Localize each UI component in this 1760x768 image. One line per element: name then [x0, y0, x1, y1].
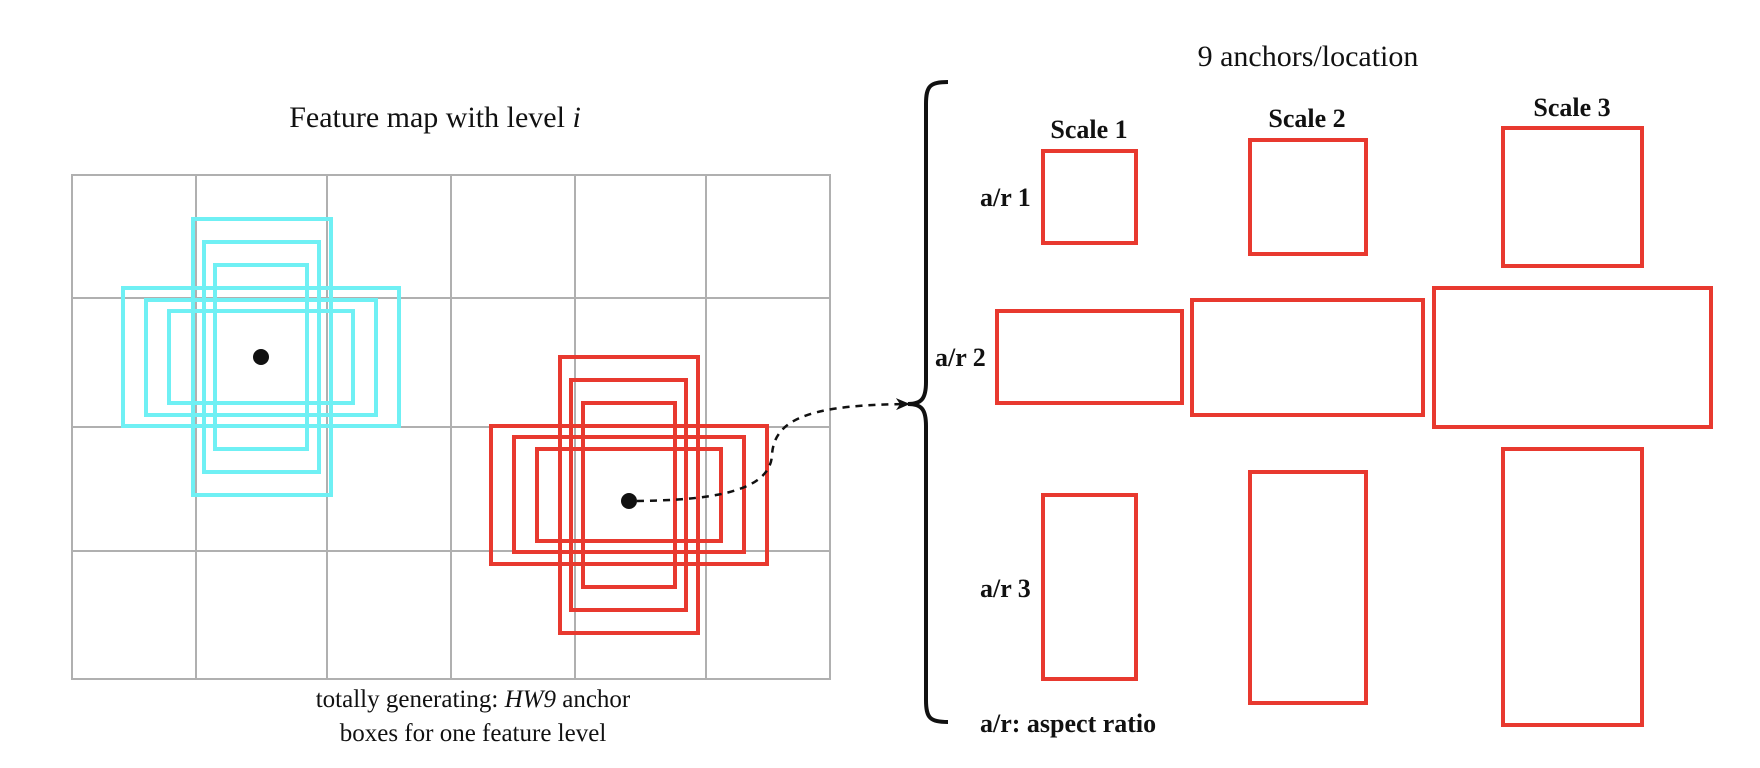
ratio-1-label: a/r 1	[980, 183, 1031, 212]
cyan-anchor-cluster	[121, 217, 401, 497]
anchor-scale1-ratio2	[995, 309, 1184, 405]
anchor-box	[558, 355, 700, 635]
anchor-box	[191, 217, 333, 497]
ratio-2-label: a/r 2	[935, 343, 986, 372]
scale-2-label: Scale 2	[1268, 104, 1345, 133]
anchor-scale3-ratio3	[1501, 447, 1644, 727]
anchor-box	[167, 309, 355, 405]
scale-3-label: Scale 3	[1533, 93, 1610, 122]
anchor-grid	[995, 126, 1713, 727]
anchor-box	[489, 424, 769, 566]
anchor-scale2-ratio2	[1190, 298, 1425, 417]
anchor-box	[512, 435, 746, 554]
anchor-box	[213, 263, 309, 451]
anchor-scale1-ratio1	[1041, 149, 1138, 245]
anchor-scale2-ratio1	[1248, 138, 1368, 256]
anchor-box	[121, 286, 401, 428]
anchors-title: 9 anchors/location	[1198, 40, 1419, 73]
feature-map-grid	[71, 174, 831, 680]
caption-line-1: totally generating: HW9 anchor	[316, 686, 631, 713]
anchor-box	[581, 401, 677, 589]
dashed-arrow	[636, 398, 910, 503]
anchor-scale3-ratio2	[1432, 286, 1713, 429]
anchor-scale3-ratio1	[1501, 126, 1644, 268]
scale-1-label: Scale 1	[1050, 115, 1127, 144]
feature-map-title: Feature map with level i	[289, 101, 581, 134]
curly-brace	[907, 80, 949, 724]
anchor-center-dot	[621, 493, 637, 509]
anchor-box	[202, 240, 321, 474]
caption-line-2: boxes for one feature level	[340, 720, 607, 747]
anchor-box	[569, 378, 688, 612]
anchor-scale1-ratio3	[1041, 493, 1138, 681]
anchor-center-dot	[253, 349, 269, 365]
anchor-scale2-ratio3	[1248, 470, 1368, 705]
aspect-ratio-legend: a/r: aspect ratio	[980, 709, 1156, 738]
ratio-3-label: a/r 3	[980, 574, 1031, 603]
anchor-box	[144, 298, 378, 417]
